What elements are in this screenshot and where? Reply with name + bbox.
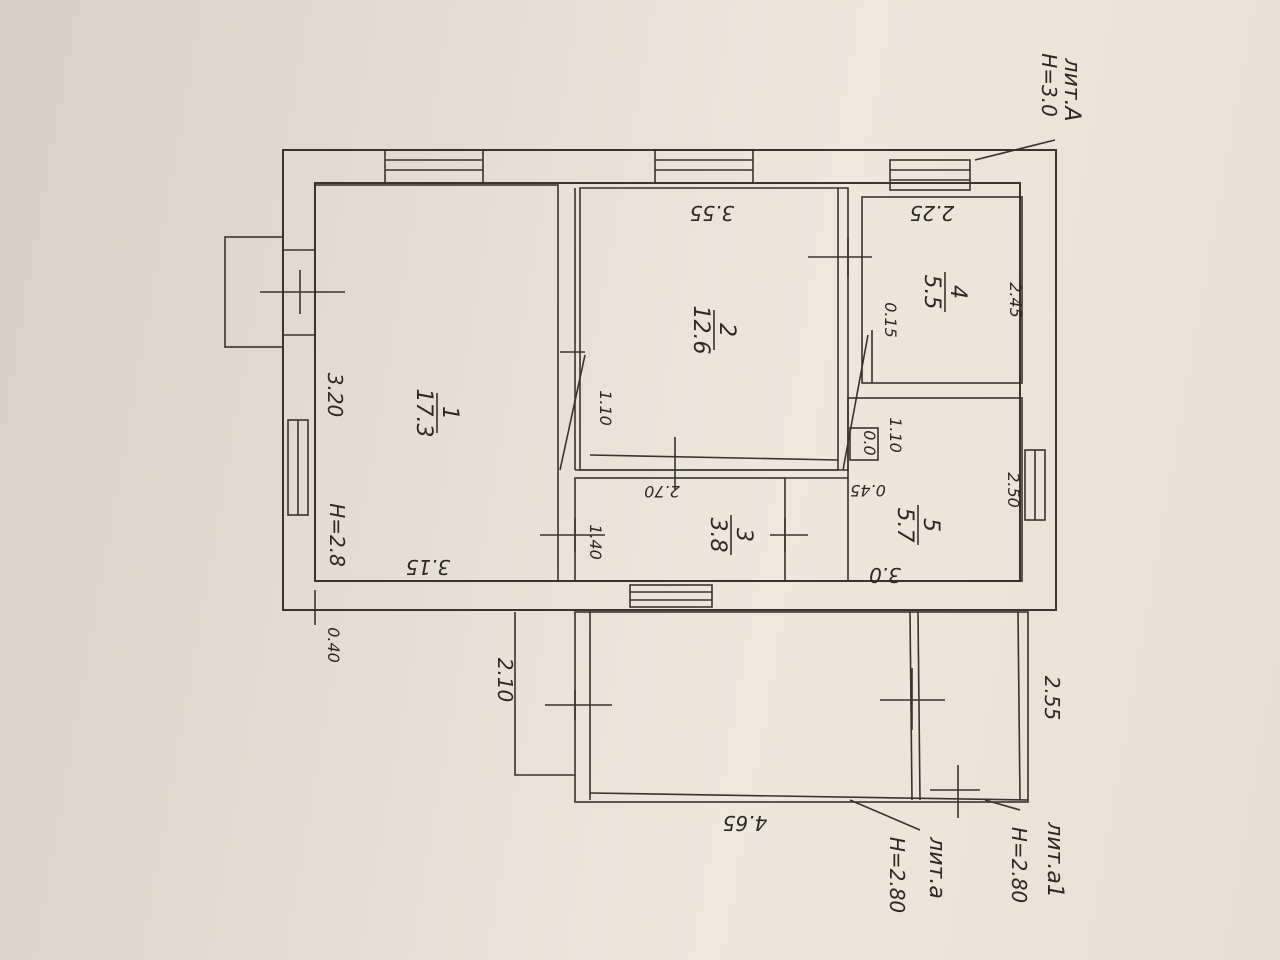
dim-2-70: 2.70 — [644, 482, 680, 501]
height-room-1: H=2.8 — [325, 503, 349, 567]
dim-2-25: 2.25 — [910, 201, 955, 225]
room-5-label: 5 5.7 — [892, 505, 943, 545]
room-2-label: 2 12.6 — [688, 306, 739, 355]
window-top-3 — [889, 159, 971, 191]
window-top-2 — [654, 149, 754, 184]
height-lita1: H=2.80 — [1007, 827, 1031, 903]
dim-1-10-b: 1.10 — [886, 417, 905, 453]
height-lita: H=2.80 — [885, 837, 909, 913]
room-1-area: 17.3 — [411, 389, 436, 438]
leader-litA — [974, 139, 1056, 161]
dim-1-40: 1.40 — [586, 524, 605, 560]
door-swing-2 — [842, 334, 869, 471]
room-5-number: 5 — [918, 518, 943, 532]
room-2-inner-bottom — [589, 454, 839, 461]
door-swing-1 — [559, 354, 586, 471]
dim-0-45: 0.45 — [850, 481, 886, 500]
partition-block — [849, 427, 879, 461]
dim-3-55: 3.55 — [690, 201, 735, 225]
label-lita: лит.а — [924, 836, 949, 899]
room-4-number: 4 — [945, 285, 970, 299]
room-4-label: 4 5.5 — [919, 272, 970, 312]
label-litA: лит.А — [1059, 57, 1084, 121]
door-marks — [260, 238, 872, 552]
room-3-number: 3 — [731, 528, 756, 542]
room-2-area: 12.6 — [688, 306, 713, 355]
room-1-outline — [314, 184, 559, 582]
room-5-outline — [847, 397, 1023, 582]
dim-4-65: 4.65 — [723, 811, 768, 835]
annex-a1-outline — [574, 611, 1029, 803]
window-right — [1024, 449, 1046, 521]
room-1-label: 1 17.3 — [411, 389, 462, 438]
dim-2-55: 2.55 — [1040, 676, 1064, 721]
window-top-1 — [384, 149, 484, 184]
height-litA: H=3.0 — [1037, 53, 1061, 117]
annex-partition-1 — [909, 611, 913, 801]
dim-0-15: 0.15 — [881, 302, 900, 338]
dim-2-50: 2.50 — [1004, 472, 1023, 508]
dim-2-45: 2.45 — [1006, 282, 1025, 318]
dim-2-10: 2.10 — [493, 658, 517, 703]
annex-door-marks — [545, 668, 980, 818]
label-lita1: лит.а1 — [1042, 821, 1067, 898]
room-4-outline — [861, 196, 1023, 384]
room-4-area: 5.5 — [919, 275, 944, 310]
dim-3-15: 3.15 — [406, 555, 451, 579]
leader-lita1 — [984, 799, 1021, 811]
dim-3-0: 3.0 — [869, 563, 901, 587]
dim-3-20: 3.20 — [323, 373, 347, 418]
room-1-number: 1 — [437, 406, 462, 420]
annex-partition-2 — [917, 611, 921, 801]
dim-1-10-a: 1.10 — [596, 390, 615, 426]
room-2-number: 2 — [714, 323, 739, 337]
annex-inner-bottom — [589, 792, 1029, 801]
dim-0-0: 0.0 — [860, 430, 879, 455]
room-3-area: 3.8 — [705, 518, 730, 553]
room-3-label: 3 3.8 — [705, 515, 756, 555]
window-bottom — [629, 584, 713, 608]
annex-a-outline — [514, 612, 575, 776]
annex-right-inner — [1017, 611, 1021, 801]
dim-0-40: 0.40 — [324, 627, 343, 663]
room-5-area: 5.7 — [892, 508, 917, 543]
window-left — [287, 419, 309, 516]
leader-lita — [849, 799, 921, 831]
